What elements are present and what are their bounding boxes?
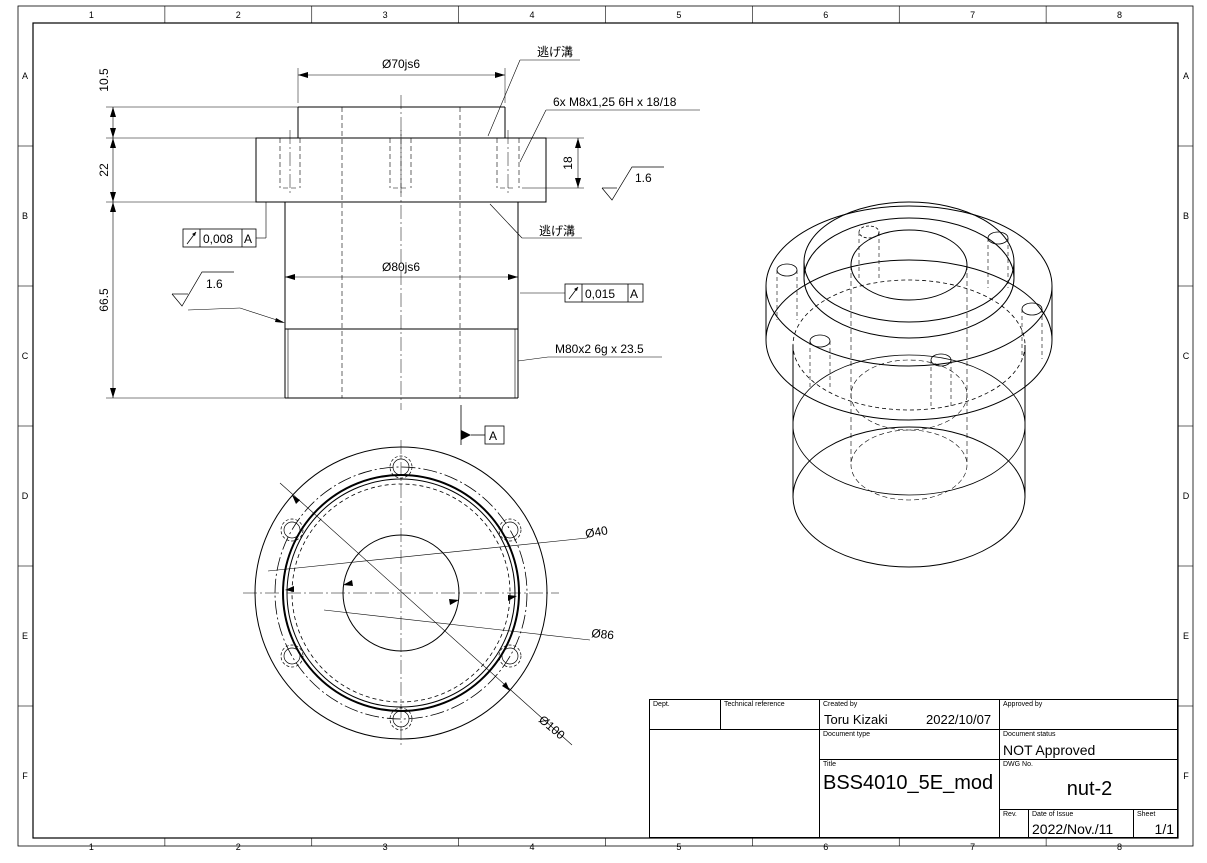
zone-col-top-7: 7 [970,10,975,20]
top-view-labels: Ø40 Ø86 Ø100 [536,523,615,742]
zone-row-right-E: E [1183,631,1189,641]
date-of-issue-label: Date of Issue [1032,811,1074,818]
title-value: BSS4010_5E_mod [823,772,994,794]
zone-row-right-A: A [1183,71,1189,81]
doc-status-label: Document status [1003,731,1056,738]
created-date-value: 2022/10/07 [926,712,992,727]
tb-approved-by: Approved by [999,699,1178,729]
rev-label: Rev. [1003,811,1017,818]
thread-label: M80x2 6g x 23.5 [555,342,644,356]
dim-22-label: 22 [97,163,111,177]
doc-status-value: NOT Approved [1003,742,1096,758]
roughness-right-label: 1.6 [635,171,652,185]
created-by-value: Toru Kizaki [824,712,888,727]
tapped-holes-label: 6x M8x1,25 6H x 18/18 [553,95,677,109]
zone-col-top-5: 5 [676,10,681,20]
zone-row-right-F: F [1183,771,1189,781]
tb-blank [649,729,819,838]
zone-col-top-8: 8 [1117,10,1122,20]
tb-document-status: Document status NOT Approved [999,729,1178,759]
roughness-left-label: 1.6 [206,277,223,291]
zone-col-bottom-2: 2 [236,842,241,852]
front-view-labels: Ø70js6 Ø80js6 10.5 22 18 66.5 逃げ溝 逃げ溝 6x… [97,45,677,443]
zone-col-bottom-4: 4 [530,842,535,852]
zone-col-top-1: 1 [89,10,94,20]
doc-type-label: Document type [823,731,871,738]
dim-10-5-label: 10.5 [97,68,111,92]
dim-66-5-label: 66.5 [97,288,111,312]
zone-col-bottom-5: 5 [676,842,681,852]
zone-row-left-A: A [22,71,28,81]
zone-row-left-B: B [22,211,28,221]
zone-row-left-C: C [22,351,29,361]
tb-created-by: Created by Toru Kizaki 2022/10/07 [819,699,999,729]
zone-col-bottom-7: 7 [970,842,975,852]
zone-row-right-B: B [1183,211,1189,221]
tb-title: Title BSS4010_5E_mod [819,759,999,838]
sheet-label: Sheet [1137,811,1156,818]
runout-value-1: 0,008 [203,232,233,246]
zone-col-bottom-3: 3 [383,842,388,852]
sheet-value: 1/1 [1154,821,1174,837]
dept-label: Dept. [653,701,670,708]
runout-datum-2: A [630,287,638,301]
zone-row-left-F: F [22,771,28,781]
dia80-label: Ø80js6 [382,260,420,274]
dia40-label: Ø40 [584,523,609,541]
date-of-issue-value: 2022/Nov./11 [1032,821,1114,837]
created-by-label: Created by [823,701,858,708]
zone-col-top-4: 4 [530,10,535,20]
runout-value-2: 0,015 [585,287,615,301]
runout-datum-1: A [244,232,252,246]
dia70-label: Ø70js6 [382,57,420,71]
title-block: Dept. Technical reference Created by Tor… [649,699,1178,838]
zone-col-top-3: 3 [383,10,388,20]
tech-ref-label: Technical reference [724,701,785,708]
zone-col-top-2: 2 [236,10,241,20]
dia86-label: Ø86 [591,626,615,642]
zone-col-bottom-8: 8 [1117,842,1122,852]
approved-by-label: Approved by [1003,701,1043,708]
title-label: Title [823,761,836,768]
top-view [243,440,591,748]
tb-dept: Dept. [649,699,720,729]
zone-col-bottom-1: 1 [89,842,94,852]
dim-18-label: 18 [561,156,575,170]
dia100-label: Ø100 [536,713,568,743]
isometric-view [765,201,1053,568]
tb-document-type: Document type [819,729,999,759]
front-view [106,59,700,445]
dwg-no-label: DWG No. [1003,761,1033,768]
zone-row-right-C: C [1183,351,1190,361]
tb-date-of-issue: Date of Issue 2022/Nov./11 [1028,809,1133,838]
tb-dwg-no: DWG No. nut-2 [999,759,1178,809]
tb-sheet: Sheet 1/1 [1133,809,1178,838]
zone-col-top-6: 6 [823,10,828,20]
zone-row-left-D: D [22,491,29,501]
tb-technical-reference: Technical reference [720,699,819,729]
zone-row-right-D: D [1183,491,1190,501]
tb-rev: Rev. [999,809,1028,838]
relief-groove-top-label: 逃げ溝 [537,45,573,59]
dwg-no-value: nut-2 [1066,778,1113,800]
datum-a-label: A [489,429,497,443]
zone-row-left-E: E [22,631,28,641]
zone-col-bottom-6: 6 [823,842,828,852]
relief-groove-bottom-label: 逃げ溝 [539,224,575,238]
